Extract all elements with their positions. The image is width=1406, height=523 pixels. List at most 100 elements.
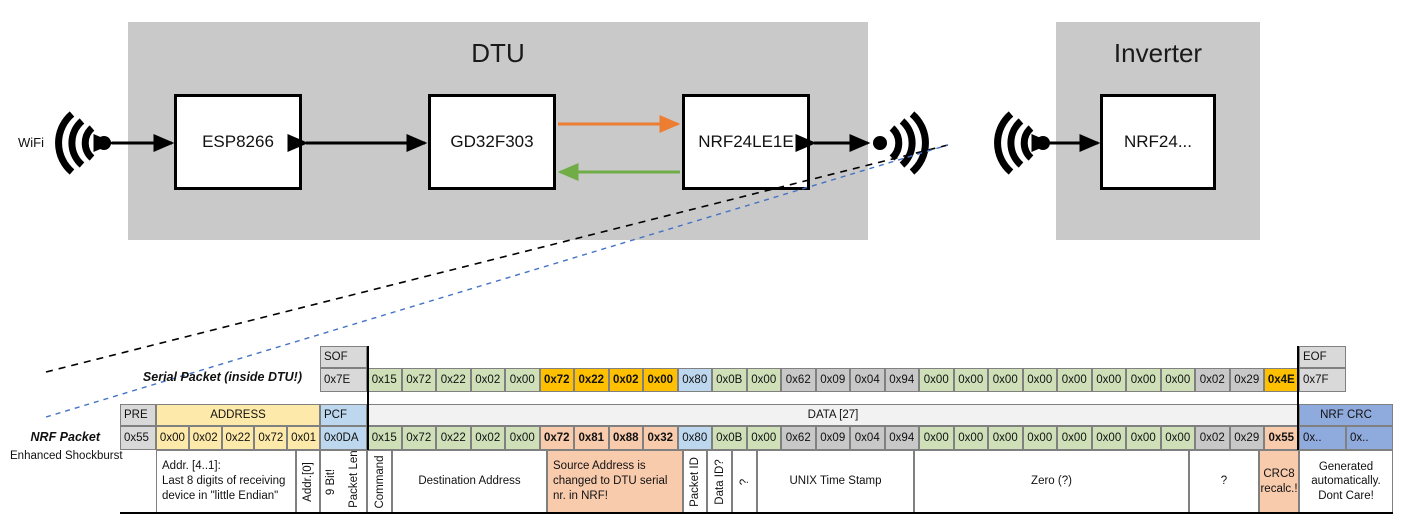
nrf-address-value-4: 0x01 (287, 426, 320, 450)
dtu-title: DTU (471, 38, 525, 68)
desc-zero: Zero (?) (914, 450, 1189, 513)
desc-nrf-crc: Generated automatically. Dont Care! (1299, 450, 1393, 513)
nrf-packet-row-label: NRF Packet (30, 430, 100, 444)
nrf-pre-value: 0x55 (120, 426, 156, 450)
nrf-crc-value-1: 0x.. (1346, 426, 1393, 450)
desc-unknown-2: ? (1189, 450, 1259, 513)
block-diagram: DTU Inverter ESP8266 GD32F303 NRF24LE1E … (18, 22, 1260, 240)
serial-byte-6: 0x22 (574, 368, 609, 392)
chip-nrf24[interactable]: NRF24... (1100, 94, 1216, 190)
nrf-pre-header: PRE (120, 404, 156, 426)
rf-antenna-dtu-icon (873, 111, 929, 175)
nrf-byte-26: 0x55 (1264, 426, 1299, 450)
serial-packet-row-label: Serial Packet (inside DTU!) (142, 370, 302, 384)
separator-sof (367, 346, 369, 450)
separator-table-bottom (120, 512, 1393, 514)
nrf-address-header: ADDRESS (156, 404, 320, 426)
serial-byte-5: 0x72 (539, 368, 574, 392)
nrf-byte-12: 0x62 (781, 426, 816, 450)
nrf-byte-16: 0x00 (919, 426, 954, 450)
inverter-enclosure: Inverter (1056, 22, 1260, 240)
serial-eof-value: 0x7F (1299, 368, 1346, 392)
nrf-pcf-header: PCF (320, 404, 367, 426)
desc-addr0: Addr.[0] (296, 450, 320, 513)
nrf-byte-8: 0x32 (643, 426, 678, 450)
serial-byte-13: 0x09 (815, 368, 850, 392)
rf-antenna-inverter-icon (994, 111, 1050, 175)
nrf-crc-value-0: 0x.. (1299, 426, 1346, 450)
nrf-byte-22: 0x00 (1126, 426, 1161, 450)
serial-byte-22: 0x00 (1126, 368, 1161, 392)
serial-byte-1: 0x72 (401, 368, 436, 392)
desc-crc8: CRC8 recalc.! (1259, 450, 1299, 513)
serial-byte-18: 0x00 (988, 368, 1023, 392)
nrf-byte-2: 0x22 (436, 426, 471, 450)
serial-byte-17: 0x00 (953, 368, 988, 392)
nrf-byte-9: 0x80 (677, 426, 712, 450)
nrf-byte-21: 0x00 (1091, 426, 1126, 450)
serial-byte-10: 0x0B (712, 368, 747, 392)
serial-byte-4: 0x00 (505, 368, 540, 392)
serial-byte-8: 0x00 (643, 368, 678, 392)
serial-byte-23: 0x00 (1160, 368, 1195, 392)
nrf-byte-15: 0x94 (884, 426, 919, 450)
serial-byte-20: 0x00 (1057, 368, 1092, 392)
separator-eof (1297, 346, 1299, 450)
nrf-byte-13: 0x09 (815, 426, 850, 450)
serial-byte-16: 0x00 (919, 368, 954, 392)
wifi-label: WiFi (18, 135, 44, 150)
serial-byte-15: 0x94 (884, 368, 919, 392)
nrf-byte-4: 0x00 (505, 426, 540, 450)
serial-byte-12: 0x62 (781, 368, 816, 392)
serial-byte-3: 0x02 (470, 368, 505, 392)
serial-byte-11: 0x00 (746, 368, 781, 392)
nrf-pcf-value: 0x0DA (320, 426, 367, 450)
wifi-antenna-icon (55, 111, 111, 175)
serial-sof-value: 0x7E (320, 368, 367, 392)
nrf-byte-0: 0x15 (367, 426, 402, 450)
enhanced-shockburst-label: Enhanced Shockburst (10, 450, 123, 462)
packet-tables: Serial Packet (inside DTU!) NRF Packet E… (0, 340, 1406, 523)
serial-eof-header: EOF (1299, 346, 1346, 368)
serial-byte-7: 0x02 (608, 368, 643, 392)
nrf-byte-17: 0x00 (953, 426, 988, 450)
diagram-connectors (55, 111, 1101, 181)
serial-sof-header: SOF (320, 346, 367, 368)
nrf-byte-6: 0x81 (574, 426, 609, 450)
serial-byte-24: 0x02 (1195, 368, 1230, 392)
nrf-byte-18: 0x00 (988, 426, 1023, 450)
nrf-byte-20: 0x00 (1057, 426, 1092, 450)
nrf-byte-1: 0x72 (401, 426, 436, 450)
nrf-byte-23: 0x00 (1160, 426, 1195, 450)
nrf-byte-3: 0x02 (470, 426, 505, 450)
nrf-byte-7: 0x88 (608, 426, 643, 450)
serial-byte-26: 0x4E (1264, 368, 1299, 392)
desc-command: Command (367, 450, 392, 513)
desc-unix-time-stamp: UNIX Time Stamp (757, 450, 914, 513)
desc-data-id: Data ID? (707, 450, 732, 513)
serial-byte-25: 0x29 (1229, 368, 1264, 392)
desc-packet-length: 9 Bit! Inc. Packet Length (320, 450, 367, 513)
nrf-byte-11: 0x00 (746, 426, 781, 450)
nrf-byte-5: 0x72 (539, 426, 574, 450)
inverter-title: Inverter (1113, 38, 1203, 68)
chip-nrf24-label: NRF24... (1123, 132, 1193, 151)
nrf-byte-24: 0x02 (1195, 426, 1230, 450)
nrf-address-value-0: 0x00 (156, 426, 189, 450)
serial-byte-2: 0x22 (436, 368, 471, 392)
nrf-address-value-1: 0x02 (188, 426, 222, 450)
nrf-address-value-3: 0x72 (254, 426, 288, 450)
nrf-byte-10: 0x0B (712, 426, 747, 450)
nrf-address-value-2: 0x22 (221, 426, 255, 450)
nrf-byte-14: 0x04 (850, 426, 885, 450)
nrf-byte-25: 0x29 (1229, 426, 1264, 450)
nrf-data-header: DATA [27] (367, 404, 1299, 426)
nrf-crc-header: NRF CRC (1299, 404, 1393, 426)
desc-source-address: Source Address is changed to DTU serial … (547, 450, 683, 513)
serial-byte-21: 0x00 (1091, 368, 1126, 392)
desc-unknown-1: ? (732, 450, 757, 513)
desc-address: Addr. [4..1]: Last 8 digits of receiving… (156, 450, 296, 513)
serial-byte-9: 0x80 (677, 368, 712, 392)
serial-byte-19: 0x00 (1022, 368, 1057, 392)
serial-byte-14: 0x04 (850, 368, 885, 392)
